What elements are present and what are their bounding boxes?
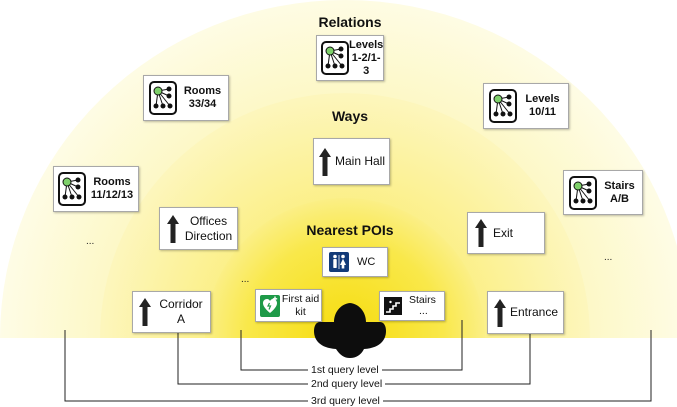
- restroom-icon: [329, 252, 349, 272]
- relations-more-right: ...: [604, 252, 613, 263]
- way-label-line2: Direction: [184, 228, 233, 243]
- up-arrow-icon: [319, 147, 331, 176]
- poi-card-stairs[interactable]: Stairs ...: [379, 291, 445, 321]
- graph-icon: [58, 172, 86, 206]
- relation-levels-value: 10/11: [529, 106, 556, 118]
- poi-label: First aid: [281, 292, 320, 305]
- relation-card-rooms-11-12-13[interactable]: Rooms 11/12/13: [53, 166, 139, 212]
- relation-card-levels-10-11[interactable]: Levels 10/11: [483, 83, 569, 129]
- way-card-corridor-a[interactable]: Corridor A: [132, 291, 211, 333]
- way-card-entrance[interactable]: Entrance: [487, 291, 564, 334]
- nearest-pois-title: Nearest POIs: [306, 222, 394, 238]
- poi-card-wc[interactable]: WC: [322, 247, 388, 277]
- way-label: Offices: [189, 213, 228, 228]
- graph-icon: [149, 81, 177, 115]
- stairs-icon: [384, 297, 402, 315]
- pois-more-left: ...: [241, 274, 250, 285]
- relation-card-stairs-a-b[interactable]: Stairs A/B: [563, 170, 643, 215]
- way-label: Corridor: [159, 297, 203, 311]
- relation-rooms-value: 33/34: [188, 98, 217, 110]
- relation-card-rooms-33-34[interactable]: Rooms 33/34: [143, 75, 229, 121]
- way-label: Entrance: [510, 305, 559, 319]
- relations-more-left: ...: [86, 236, 95, 247]
- way-label-line2: A: [176, 312, 185, 326]
- way-card-exit[interactable]: Exit: [467, 212, 545, 254]
- up-arrow-icon: [475, 219, 487, 247]
- graph-icon: [321, 41, 349, 75]
- poi-label: Stairs: [409, 294, 436, 306]
- relation-stairs-label: Stairs: [604, 179, 635, 192]
- relation-stairs-value: A/B: [610, 192, 629, 205]
- way-label: Main Hall: [335, 154, 386, 168]
- way-card-offices-direction[interactable]: Offices Direction: [159, 207, 238, 250]
- poi-card-first-aid-kit[interactable]: First aid kit: [255, 289, 322, 322]
- relation-levels-label: Levels: [349, 38, 384, 51]
- way-card-main-hall[interactable]: Main Hall: [313, 138, 390, 185]
- ways-title: Ways: [331, 108, 369, 124]
- up-arrow-icon: [494, 298, 506, 327]
- way-label: Exit: [493, 225, 514, 240]
- poi-label: WC: [357, 255, 376, 268]
- relations-title: Relations: [318, 14, 382, 30]
- relation-levels-value: 1-2/1-3: [351, 51, 381, 77]
- first-aid-icon: [260, 294, 280, 317]
- poi-more: ...: [419, 305, 428, 317]
- relation-levels-label: Levels: [525, 93, 560, 105]
- relation-rooms-label: Rooms: [93, 176, 131, 188]
- relation-rooms-label: Rooms: [183, 85, 222, 97]
- graph-icon: [569, 175, 597, 210]
- second-query-level-label: 2nd query level: [308, 378, 386, 390]
- poi-label-line2: kit: [295, 305, 306, 318]
- up-arrow-icon: [167, 214, 179, 243]
- relation-card-levels-1-2-1-3[interactable]: Levels 1-2/1-3: [316, 35, 384, 81]
- graph-icon: [489, 89, 517, 123]
- up-arrow-icon: [139, 298, 151, 326]
- third-query-level-label: 3rd query level: [308, 395, 383, 407]
- first-query-level-label: 1st query level: [308, 364, 382, 376]
- user-silhouette-icon: [314, 303, 386, 358]
- relation-rooms-value: 11/12/13: [90, 189, 134, 201]
